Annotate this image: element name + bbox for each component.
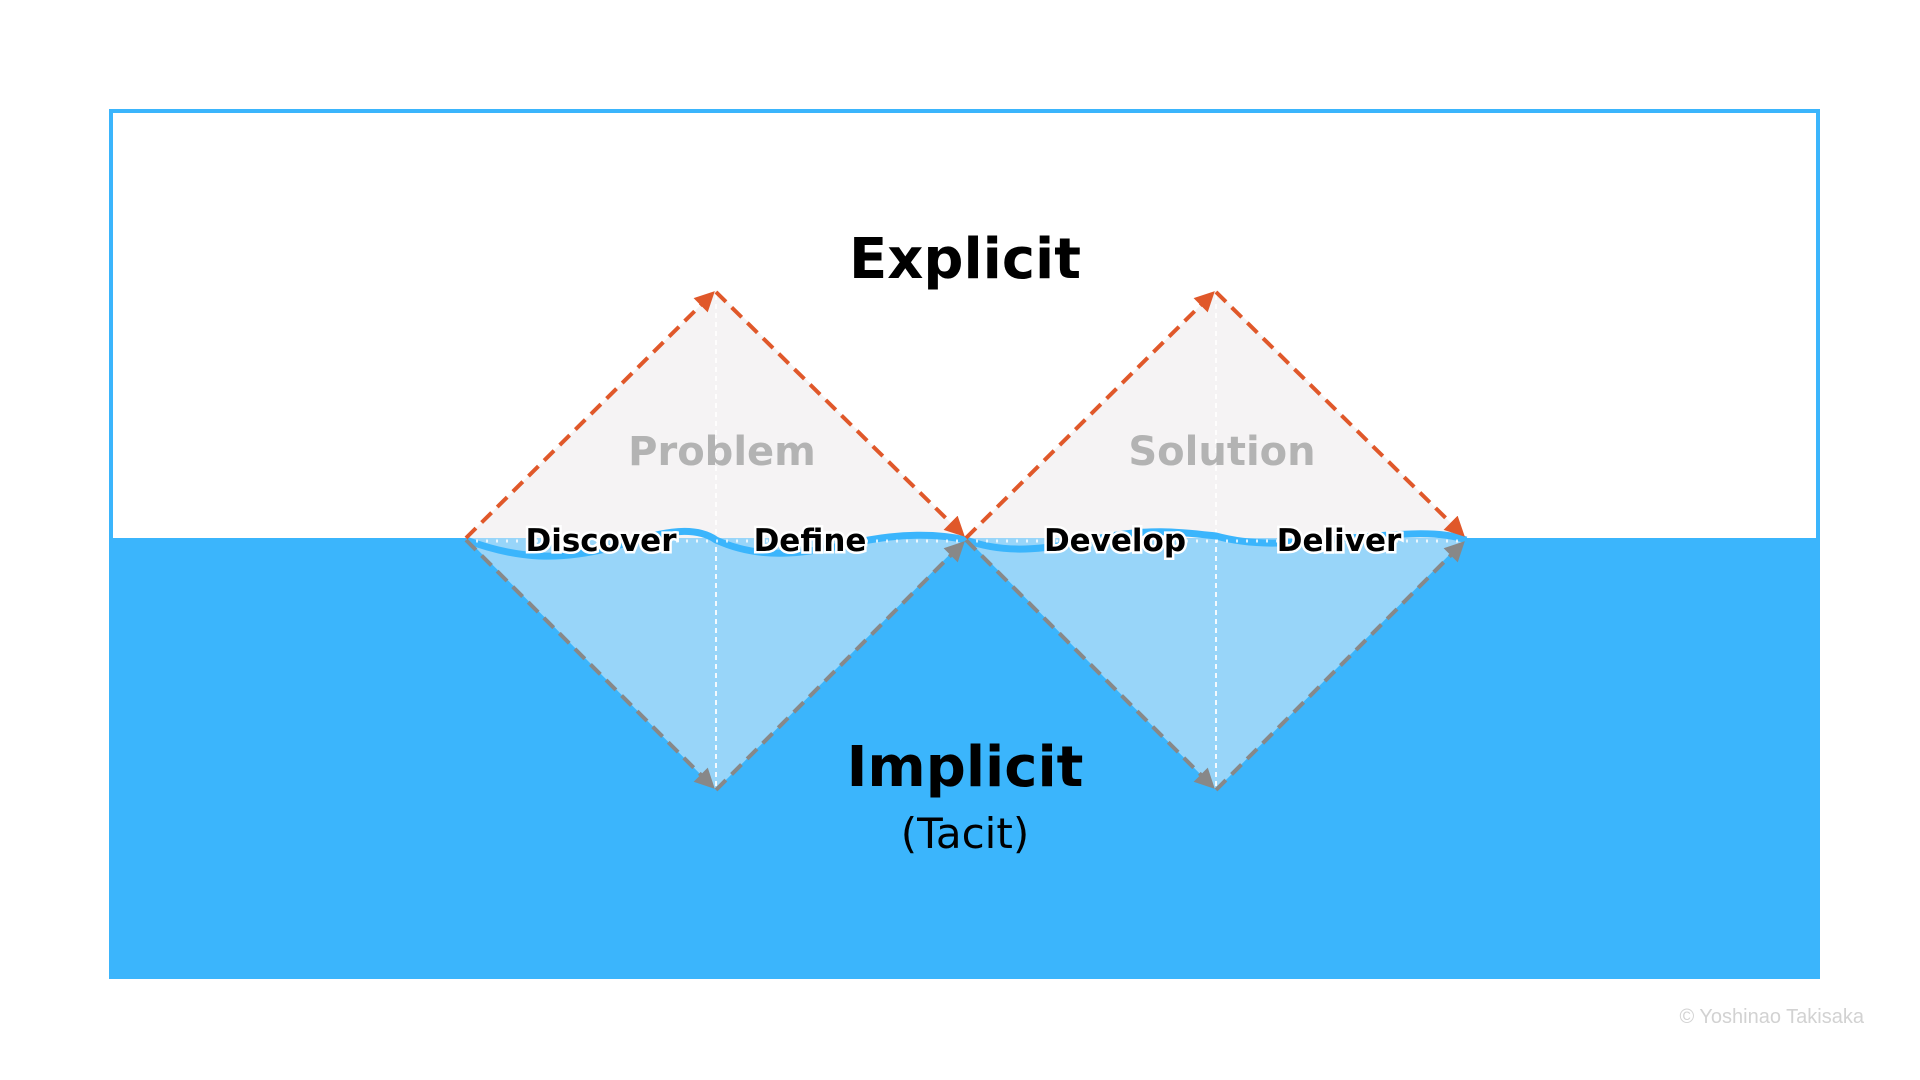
phase-label-define: Define — [754, 523, 867, 559]
waterline-wave — [464, 527, 1468, 560]
phase-label-discover: Discover — [525, 523, 677, 559]
arrow-define-down — [714, 290, 965, 537]
arrow-discover-up — [464, 291, 715, 540]
region-label-solution: Solution — [1128, 429, 1315, 475]
arrow-discover-down — [464, 538, 715, 789]
explicit-label: Explicit — [849, 227, 1081, 292]
phase-label-develop: Develop — [1044, 523, 1186, 559]
phase-label-deliver: Deliver — [1277, 523, 1402, 559]
region-label-problem: Problem — [628, 429, 816, 475]
implicit-label: Implicit — [847, 735, 1084, 800]
water-region — [109, 538, 1820, 979]
tacit-label: (Tacit) — [901, 809, 1029, 858]
copyright-credit: © Yoshinao Takisaka — [1679, 1006, 1864, 1028]
arrow-develop-up — [964, 291, 1215, 540]
arrow-deliver-down — [1214, 290, 1465, 537]
arrow-develop-down — [964, 538, 1215, 789]
arrow-deliver-up — [1214, 541, 1465, 792]
arrow-define-up — [714, 541, 965, 792]
